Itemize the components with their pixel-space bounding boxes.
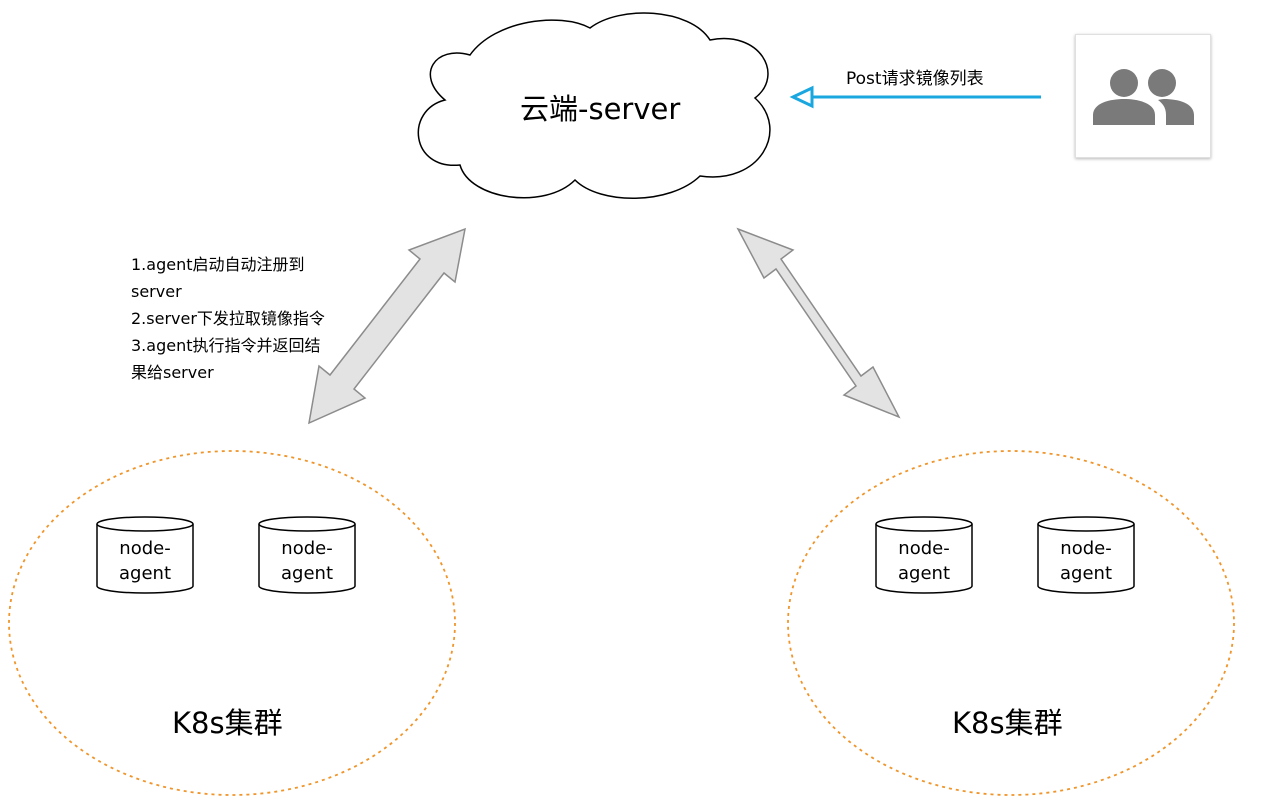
node-agent-cylinder <box>1037 516 1135 594</box>
node-agent-cylinder <box>96 516 194 594</box>
node-agent-cylinder <box>875 516 973 594</box>
node-label-line: node- <box>1060 538 1112 559</box>
k8s-cluster-right-boundary <box>787 450 1235 796</box>
node-label-line: node- <box>281 538 333 559</box>
node-label-line: node- <box>119 538 171 559</box>
node-agent-label: node- agent <box>876 536 972 586</box>
users-icon <box>1093 69 1194 125</box>
node-agent-label: node- agent <box>259 536 355 586</box>
flow-note-line: server <box>131 282 182 301</box>
server-label: 云端-server <box>520 92 681 126</box>
request-label: Post请求镜像列表 <box>846 69 984 89</box>
k8s-cluster-left-boundary <box>8 450 456 796</box>
flow-note-line: 果给server <box>131 363 214 382</box>
node-label-line: node- <box>898 538 950 559</box>
node-agent-label: node- agent <box>1038 536 1134 586</box>
node-label-line: agent <box>119 563 171 584</box>
node-agent-cylinder <box>258 516 356 594</box>
user-client-card <box>1075 34 1211 158</box>
k8s-cluster-label: K8s集群 <box>952 706 1063 740</box>
flow-note-line: 3.agent执行指令并返回结 <box>131 336 321 355</box>
node-label-line: agent <box>898 563 950 584</box>
flow-note-line: 1.agent启动自动注册到 <box>131 255 305 274</box>
request-arrow-head <box>789 85 814 109</box>
node-label-line: agent <box>281 563 333 584</box>
k8s-cluster-label: K8s集群 <box>172 706 283 740</box>
double-arrow-left <box>308 227 466 425</box>
node-label-line: agent <box>1060 563 1112 584</box>
node-agent-label: node- agent <box>97 536 193 586</box>
server-cloud-shape <box>417 12 771 199</box>
double-arrow-right <box>736 227 901 419</box>
flow-note-line: 2.server下发拉取镜像指令 <box>131 309 325 328</box>
flow-notes: 1.agent启动自动注册到 server 2.server下发拉取镜像指令 3… <box>131 251 325 386</box>
